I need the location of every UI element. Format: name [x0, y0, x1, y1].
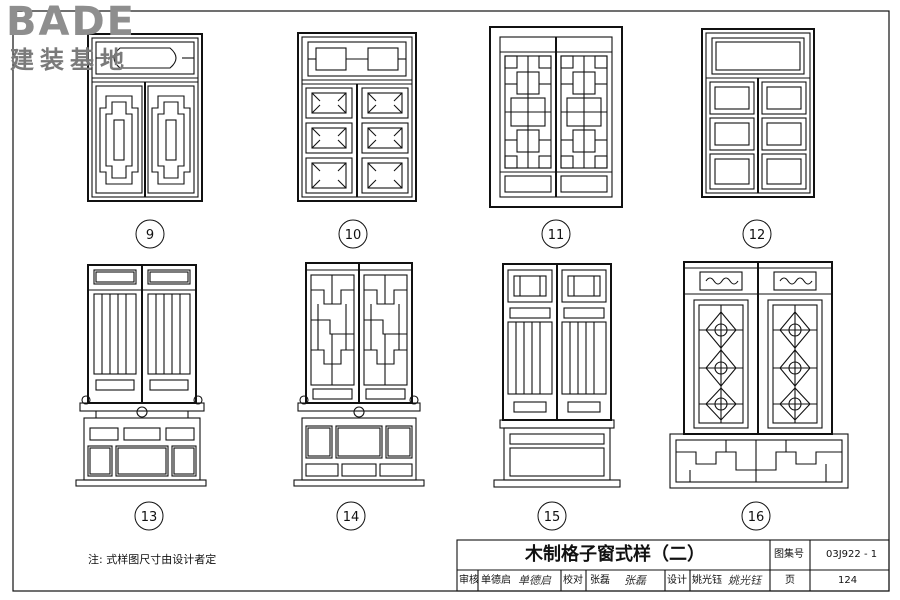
sheet-border [12, 10, 890, 592]
window-14-number-circle [336, 501, 366, 531]
window-11-number-circle [541, 219, 571, 249]
window-15-number-circle [537, 501, 567, 531]
checker-name: 张磊 [590, 575, 610, 586]
atlas-label: 图集号 [774, 549, 804, 560]
window-number-label: 15 [544, 510, 561, 525]
review-label: 审核 [459, 575, 479, 586]
checker-signature: 张磊 [624, 574, 646, 587]
window-9-number-circle [135, 219, 165, 249]
brand-logo: BADE [6, 0, 136, 45]
window-10-number-circle [338, 219, 368, 249]
window-13-number-circle [134, 501, 164, 531]
designer-signature: 姚光钰 [728, 574, 761, 587]
page-number: 124 [838, 575, 858, 586]
window-16-drawing [669, 261, 849, 489]
window-14-drawing [293, 262, 425, 487]
drawing-title: 木制格子窗式样（二） [525, 544, 705, 565]
window-12-number-circle [742, 219, 772, 249]
window-number-label: 13 [141, 510, 158, 525]
window-number-label: 12 [749, 228, 766, 243]
page-label: 页 [785, 575, 795, 586]
window-12-drawing [701, 28, 815, 198]
window-11-drawing [489, 26, 623, 208]
window-16-number-circle [741, 501, 771, 531]
window-10-drawing [297, 32, 417, 202]
design-note: 注: 式样图尺寸由设计者定 [88, 553, 217, 566]
title-block-grid [456, 539, 890, 592]
design-label: 设计 [667, 575, 687, 586]
window-number-label: 9 [146, 228, 154, 243]
brand-logo-subtitle: 建装基地 [10, 46, 130, 74]
check-label: 校对 [563, 575, 583, 586]
atlas-number: 03J922 - 1 [826, 549, 878, 560]
designer-name: 姚光钰 [692, 575, 722, 586]
window-13-drawing [75, 264, 207, 487]
window-9-drawing [87, 33, 203, 202]
reviewer-signature: 单德启 [518, 574, 551, 587]
window-number-label: 14 [343, 510, 360, 525]
window-number-label: 16 [748, 510, 765, 525]
reviewer-name: 单德启 [481, 575, 511, 586]
window-number-label: 10 [345, 228, 362, 243]
window-15-drawing [493, 263, 621, 488]
window-number-label: 11 [548, 228, 565, 243]
